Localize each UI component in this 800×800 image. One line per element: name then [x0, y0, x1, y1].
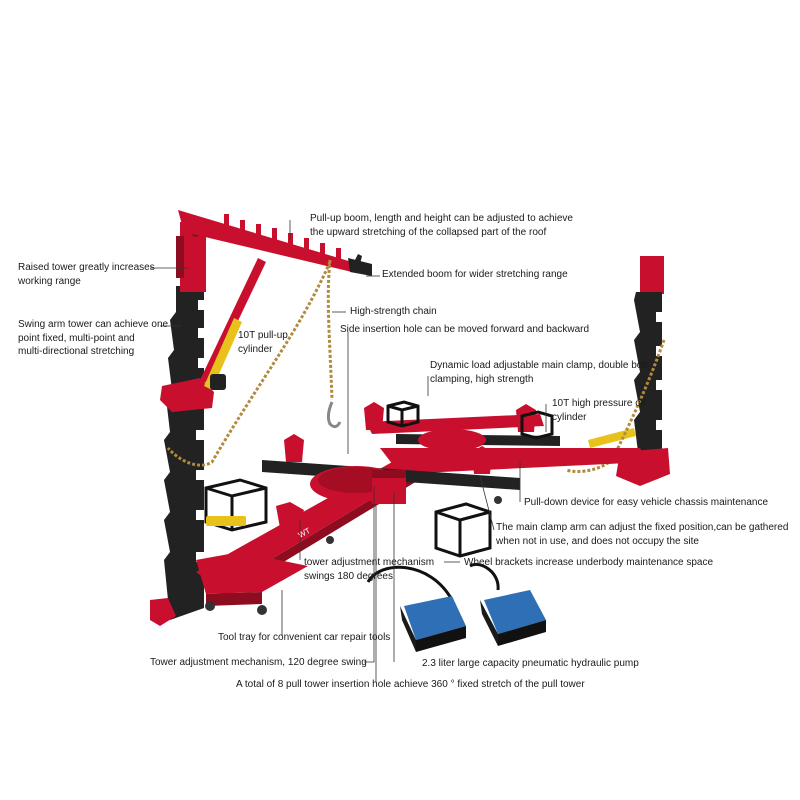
- high-strength-chain: [166, 259, 342, 467]
- callout-tower-swing-180: tower adjustment mechanism swings 180 de…: [304, 557, 435, 582]
- callout-tower-swing-120: Tower adjustment mechanism, 120 degree s…: [150, 657, 367, 668]
- leader-lines: [150, 220, 547, 682]
- callout-pull-up-boom: Pull-up boom, length and height can be a…: [310, 213, 573, 238]
- callout-extended-boom: Extended boom for wider stretching range: [382, 269, 568, 280]
- callout-main-clamp: Dynamic load adjustable main clamp, doub…: [430, 360, 648, 385]
- callout-pneumatic-pump: 2.3 liter large capacity pneumatic hydra…: [422, 658, 639, 669]
- callout-side-insertion-hole: Side insertion hole can be moved forward…: [340, 324, 590, 335]
- main-platform: WT: [196, 414, 648, 615]
- lower-cylinder: [206, 516, 246, 526]
- callout-high-strength-chain: High-strength chain: [350, 306, 437, 317]
- callout-wheel-brackets: Wheel brackets increase underbody mainte…: [464, 557, 714, 568]
- callout-pull-down-device: Pull-down device for easy vehicle chassi…: [524, 497, 769, 508]
- callout-main-clamp-arm: The main clamp arm can adjust the fixed …: [496, 522, 789, 547]
- right-tower: [565, 256, 670, 486]
- callout-tool-tray: Tool tray for convenient car repair tool…: [218, 632, 391, 643]
- pull-up-cylinder: [204, 318, 242, 390]
- callout-pull-up-cylinder: 10T pull-up cylinder: [238, 330, 288, 355]
- callout-swing-arm-tower: Swing arm tower can achieve one point fi…: [18, 319, 169, 357]
- callout-pull-tower-holes: A total of 8 pull tower insertion hole a…: [236, 679, 585, 690]
- pneumatic-pump: [366, 563, 546, 652]
- callout-high-pressure-cylinder: 10T high pressure oil cylinder: [552, 398, 646, 423]
- callout-raised-tower: Raised tower greatly increases working r…: [18, 262, 155, 287]
